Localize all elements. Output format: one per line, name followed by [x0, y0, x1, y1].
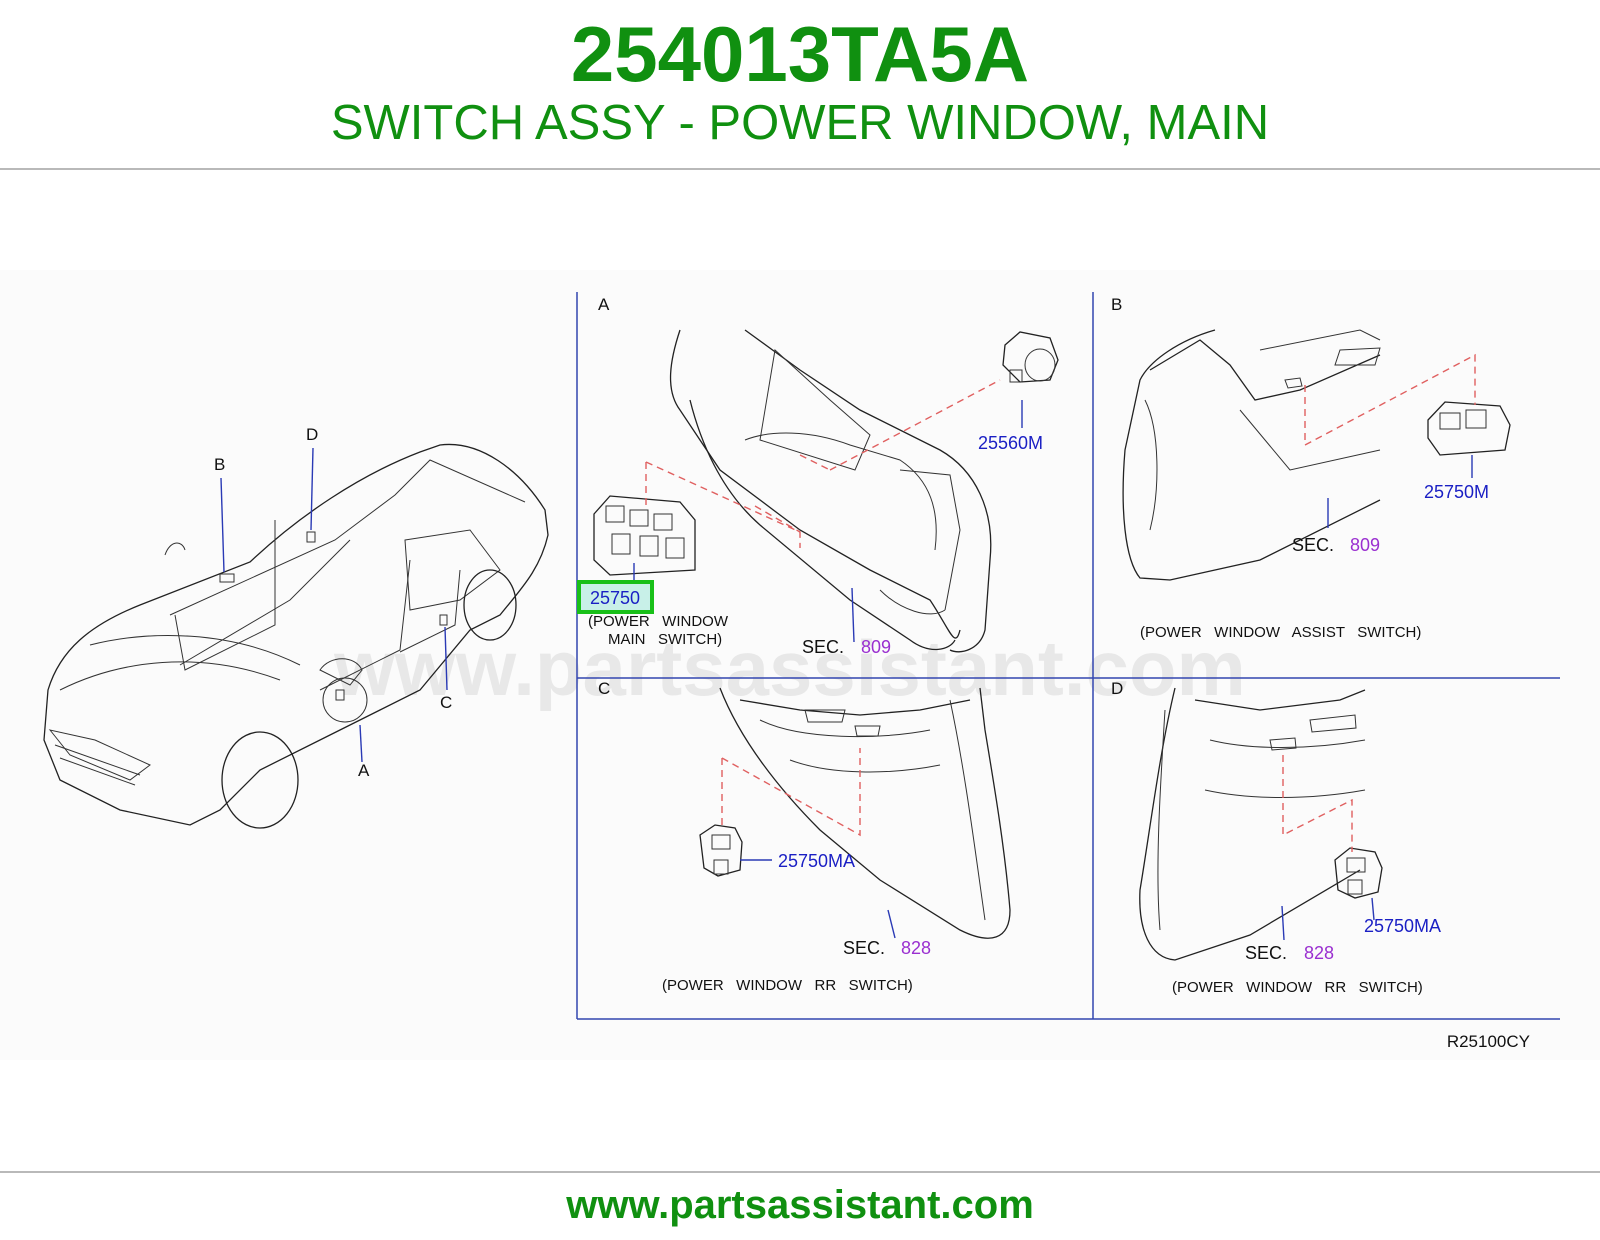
car-label-a: A [358, 761, 370, 780]
panel-d-sec-number[interactable]: 828 [1304, 943, 1334, 963]
panel-c-sec-number[interactable]: 828 [901, 938, 931, 958]
car-label-d: D [306, 425, 318, 444]
diagram-background [0, 270, 1600, 1060]
part-number-25560m[interactable]: 25560M [978, 433, 1043, 453]
panel-a-label: A [598, 295, 610, 314]
car-label-c: C [440, 693, 452, 712]
panel-d-caption: (POWER WINDOW RR SWITCH) [1172, 979, 1423, 996]
panel-b: B 25750M SEC. 809 (POWER WINDOW ASSIST S… [1111, 295, 1511, 641]
page-header: 254013TA5A SWITCH ASSY - POWER WINDOW, M… [0, 0, 1600, 170]
main-switch-illustration [593, 495, 696, 576]
watermark-text: www.partsassistant.com [333, 624, 1246, 712]
diagram-reference-code: R25100CY [1447, 1032, 1530, 1051]
panel-c-sec-prefix: SEC. [843, 938, 885, 958]
part-description: SWITCH ASSY - POWER WINDOW, MAIN [330, 96, 1270, 150]
rr-switch-c-illustration [699, 824, 743, 877]
panel-c: C 25750MA SEC. 828 (POWER WINDOW RR SWIT… [598, 679, 1011, 994]
main-part-highlight-box[interactable] [577, 580, 654, 614]
assist-switch-illustration [1427, 401, 1511, 456]
panel-c-caption: (POWER WINDOW RR SWITCH) [662, 977, 913, 994]
panel-a-sec-prefix: SEC. [802, 637, 844, 657]
parts-diagram: www.partsassistant.com [0, 270, 1600, 1060]
car-label-b: B [214, 455, 225, 474]
main-part-number[interactable]: 25750 [590, 588, 640, 608]
panel-d: D 25750MA SEC. 828 (POWER WINDOW RR SWIT… [1111, 679, 1441, 996]
header-divider [0, 168, 1600, 170]
panel-a: A [577, 295, 1059, 657]
panel-d-sec-prefix: SEC. [1245, 943, 1287, 963]
panel-b-caption: (POWER WINDOW ASSIST SWITCH) [1140, 624, 1421, 641]
panel-c-label: C [598, 679, 610, 698]
panel-b-sec-prefix: SEC. [1292, 535, 1334, 555]
panel-c-part-number[interactable]: 25750MA [778, 851, 855, 871]
panel-a-sec-number[interactable]: 809 [861, 637, 891, 657]
main-part-caption-line-2: MAIN SWITCH) [608, 631, 722, 648]
panel-d-label: D [1111, 679, 1123, 698]
panel-d-part-number[interactable]: 25750MA [1364, 916, 1441, 936]
part-number-title: 254013TA5A [570, 10, 1030, 98]
rr-switch-d-illustration [1334, 847, 1383, 899]
panel-frames [576, 292, 1560, 1020]
footer-divider [0, 1171, 1600, 1173]
part-number-25750m[interactable]: 25750M [1424, 482, 1489, 502]
car-overview-drawing [43, 443, 549, 829]
footer-website-link[interactable]: www.partsassistant.com [566, 1183, 1034, 1227]
main-part-caption-line-1: (POWER WINDOW [588, 613, 729, 630]
window-switch-25560m-illustration [1002, 331, 1059, 383]
panel-b-sec-number[interactable]: 809 [1350, 535, 1380, 555]
panel-b-label: B [1111, 295, 1122, 314]
